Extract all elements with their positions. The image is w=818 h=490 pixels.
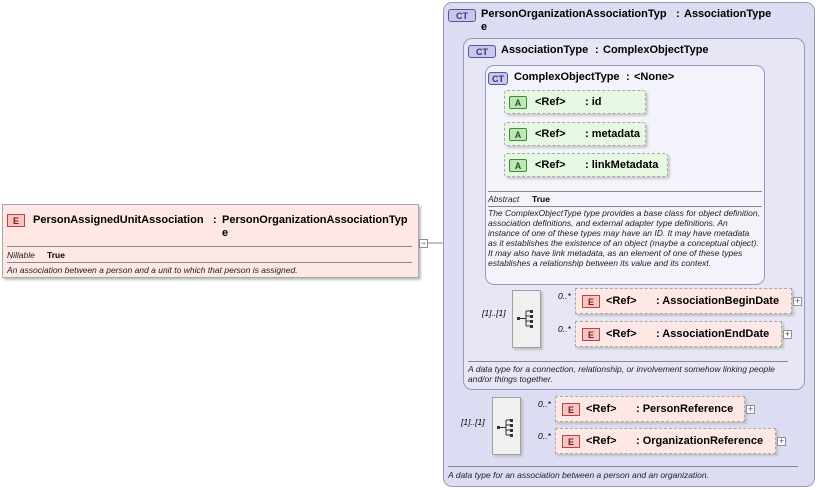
attribute-ref: <Ref>	[535, 96, 566, 108]
attribute-name: : metadata	[585, 128, 641, 140]
sequence-cardinality: [1]..[1]	[461, 417, 485, 427]
element-badge: E	[582, 295, 600, 308]
middle-type-name: AssociationType	[501, 44, 589, 56]
element-ref: <Ref>	[586, 435, 617, 447]
element-badge: E	[562, 435, 580, 448]
divider	[488, 206, 762, 207]
complex-type-badge: CT	[488, 72, 508, 85]
attribute-badge: A	[509, 128, 527, 141]
root-type-name: PersonOrganizationAssociationTyp	[222, 214, 408, 226]
expand-toggle[interactable]: +	[793, 296, 802, 306]
divider	[488, 191, 762, 192]
element-person-reference[interactable]: E <Ref> : PersonReference	[555, 396, 745, 422]
sequence-cardinality: [1]..[1]	[482, 308, 506, 318]
collapse-toggle[interactable]: −	[419, 238, 428, 248]
sequence-compositor[interactable]	[492, 397, 521, 455]
middle-type-separator: :	[595, 44, 599, 56]
attribute-name: : linkMetadata	[585, 159, 659, 171]
element-name: : OrganizationReference	[636, 435, 764, 447]
element-badge: E	[582, 328, 600, 341]
sequence-icon	[497, 419, 513, 437]
attribute-metadata[interactable]: A <Ref> : metadata	[504, 122, 646, 146]
outer-documentation: A data type for an association between a…	[448, 470, 710, 480]
divider	[7, 262, 412, 263]
abstract-label: Abstract	[488, 194, 520, 204]
element-ref: <Ref>	[606, 295, 637, 307]
outer-type-separator: :	[676, 8, 680, 20]
inner-type-name: ComplexObjectType	[514, 71, 620, 83]
inner-type-separator: :	[626, 71, 630, 83]
element-name: : PersonReference	[636, 403, 734, 415]
element-name: : AssociationBeginDate	[656, 295, 780, 307]
attribute-badge: A	[509, 96, 527, 109]
element-badge: E	[562, 403, 580, 416]
outer-type-name: PersonOrganizationAssociationTyp	[481, 8, 667, 20]
element-ref: <Ref>	[606, 328, 637, 340]
attribute-badge: A	[509, 159, 527, 172]
element-association-end-date[interactable]: E <Ref> : AssociationEndDate	[575, 321, 782, 347]
nillable-label: Nillable	[7, 250, 35, 260]
element-organization-reference[interactable]: E <Ref> : OrganizationReference	[555, 428, 776, 454]
occurrence-label: 0..*	[558, 291, 571, 301]
occurrence-label: 0..*	[538, 399, 551, 409]
inner-documentation: The ComplexObjectType type provides a ba…	[488, 208, 760, 268]
element-badge: E	[7, 214, 25, 227]
element-ref: <Ref>	[586, 403, 617, 415]
outer-type-name-wrap: e	[481, 21, 488, 33]
sequence-icon	[517, 310, 533, 328]
abstract-value: True	[532, 194, 550, 204]
root-type-name-wrap: e	[222, 227, 229, 239]
occurrence-label: 0..*	[538, 431, 551, 441]
root-documentation: An association between a person and a un…	[7, 265, 298, 275]
occurrence-label: 0..*	[558, 324, 571, 334]
attribute-id[interactable]: A <Ref> : id	[504, 90, 646, 114]
nillable-value: True	[47, 250, 65, 260]
attribute-name: : id	[585, 96, 602, 108]
divider	[7, 246, 412, 247]
complex-type-badge: CT	[448, 9, 476, 22]
element-name: : AssociationEndDate	[656, 328, 770, 340]
attribute-link-metadata[interactable]: A <Ref> : linkMetadata	[504, 153, 668, 177]
middle-base-type: ComplexObjectType	[603, 44, 709, 56]
root-element-box[interactable]: E PersonAssignedUnitAssociation : Person…	[2, 204, 419, 278]
middle-documentation: A data type for a connection, relationsh…	[468, 364, 775, 384]
outer-base-type: AssociationType	[684, 8, 772, 20]
complex-type-badge: CT	[468, 45, 496, 58]
expand-toggle[interactable]: +	[777, 436, 786, 446]
inner-base-type: <None>	[634, 71, 675, 83]
divider	[468, 361, 788, 362]
root-element-name: PersonAssignedUnitAssociation	[33, 214, 204, 226]
expand-toggle[interactable]: +	[746, 404, 755, 414]
divider	[448, 466, 798, 467]
attribute-ref: <Ref>	[535, 128, 566, 140]
sequence-compositor[interactable]	[512, 290, 541, 348]
root-type-separator: :	[213, 214, 217, 226]
attribute-ref: <Ref>	[535, 159, 566, 171]
expand-toggle[interactable]: +	[783, 329, 792, 339]
element-association-begin-date[interactable]: E <Ref> : AssociationBeginDate	[575, 288, 792, 314]
